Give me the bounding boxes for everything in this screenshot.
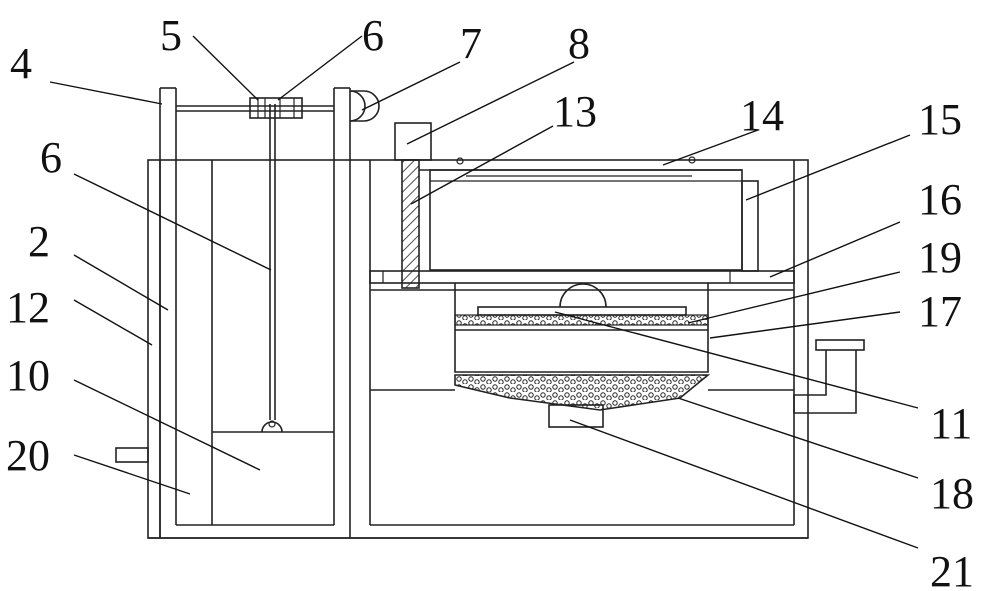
float-hook-eye <box>268 420 276 428</box>
leader-17 <box>709 311 901 339</box>
drain-outlet <box>115 447 149 463</box>
label-16: 16 <box>918 175 962 224</box>
pipe-cap <box>815 339 865 351</box>
seal-ring-19 <box>454 314 709 326</box>
leader-19 <box>687 271 901 324</box>
label-17: 17 <box>918 287 962 336</box>
leader-16 <box>769 221 901 278</box>
label-10: 10 <box>6 351 50 400</box>
leader-8 <box>406 61 575 145</box>
label-5: 5 <box>160 11 182 60</box>
leader-11 <box>554 311 919 409</box>
leader-12 <box>73 299 153 346</box>
motor-7 <box>349 90 366 122</box>
label-6-top: 6 <box>362 11 384 60</box>
discharge-pipe-21 <box>548 404 604 428</box>
leader-6-top <box>277 35 363 101</box>
pulley-assembly <box>176 90 380 433</box>
leader-2 <box>73 254 169 311</box>
label-2: 2 <box>28 217 50 266</box>
leader-6-mid <box>73 173 272 271</box>
part-labels: 4 5 6 7 8 13 14 15 16 19 17 6 2 12 10 20… <box>6 11 974 591</box>
label-4: 4 <box>10 39 32 88</box>
leader-7 <box>361 61 461 111</box>
right-upper-assembly <box>369 122 795 291</box>
leader-lines <box>49 35 919 549</box>
pressure-plate-11 <box>477 306 687 316</box>
bolt <box>456 157 464 165</box>
plate-handle <box>559 283 607 308</box>
press-box <box>429 169 743 271</box>
leader-4 <box>49 81 163 105</box>
leader-15 <box>745 134 911 201</box>
label-19: 19 <box>918 233 962 282</box>
outer-box <box>147 159 809 539</box>
side-outlet-pipe <box>793 339 865 414</box>
basket-17 <box>454 283 709 373</box>
screw-rod-13 <box>401 159 420 289</box>
label-6-mid: 6 <box>40 133 62 182</box>
filter-media-18 <box>454 374 711 411</box>
left-chamber <box>115 87 371 538</box>
label-11: 11 <box>930 399 972 448</box>
leader-14 <box>662 129 759 166</box>
label-21: 21 <box>930 547 974 591</box>
label-12: 12 <box>6 283 50 332</box>
label-18: 18 <box>930 469 974 518</box>
leader-21 <box>569 419 919 549</box>
motor-7-body <box>350 90 380 122</box>
guide-column-15 <box>741 180 759 272</box>
label-14: 14 <box>740 91 784 140</box>
leader-20 <box>73 454 191 495</box>
leader-5 <box>192 35 259 101</box>
label-8: 8 <box>568 19 590 68</box>
label-13: 13 <box>553 87 597 136</box>
leader-10 <box>73 379 261 471</box>
leader-13 <box>410 125 554 205</box>
filter-basket <box>370 283 794 428</box>
leader-18 <box>677 397 919 479</box>
label-20: 20 <box>6 431 50 480</box>
support-plate-16 <box>369 270 795 284</box>
pipe-body <box>793 350 857 414</box>
main-housing <box>147 159 809 539</box>
float-hook <box>261 421 283 433</box>
label-15: 15 <box>918 95 962 144</box>
label-7: 7 <box>460 19 482 68</box>
pulley-housing <box>249 97 303 119</box>
bolt-14 <box>688 156 696 164</box>
